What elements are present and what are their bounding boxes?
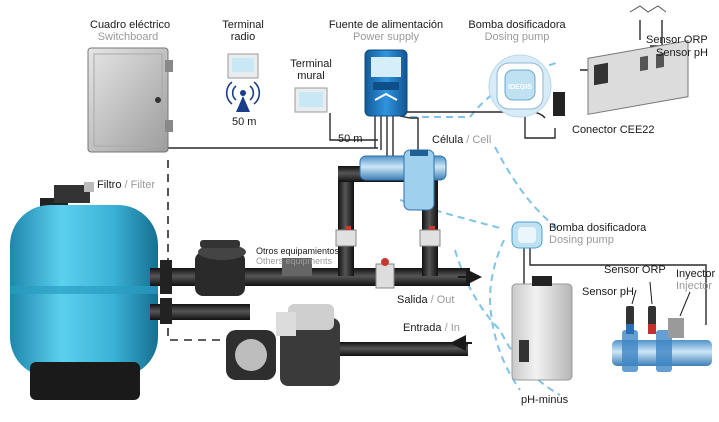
power-supply-label-en: Power supply bbox=[352, 31, 420, 43]
dosing-pump-label-top-en: Dosing pump bbox=[484, 31, 550, 43]
power-supply bbox=[364, 49, 408, 117]
sensor-orp-label-top: Sensor ORP bbox=[646, 34, 708, 46]
switchboard-label: Cuadro eléctrico Switchboard bbox=[90, 19, 171, 43]
injector-label-es: Inyector bbox=[676, 268, 716, 280]
radio-terminal-label-l2: radio bbox=[230, 31, 256, 43]
wall-terminal bbox=[294, 87, 328, 113]
power-supply-label: Fuente de alimentación Power supply bbox=[328, 19, 444, 43]
sensor-ph-label-bottom: Sensor pH bbox=[582, 286, 634, 298]
radio-range-label: 50 m bbox=[232, 116, 257, 128]
others-equipments-label: Otros equipamientos Others equipments bbox=[256, 246, 339, 266]
outlet-label-es: Salida bbox=[397, 294, 428, 306]
injector-label-en: Injector bbox=[676, 280, 713, 292]
inlet-label-es: Entrada bbox=[403, 322, 442, 334]
inlet-label-en: In bbox=[450, 322, 460, 334]
inlet-label-sep: / bbox=[441, 322, 451, 334]
wall-terminal-label: Terminal mural bbox=[288, 58, 334, 82]
wall-terminal-label-l1: Terminal bbox=[290, 58, 332, 70]
radio-terminal-label: Terminal radio bbox=[215, 19, 271, 43]
cell-label-en: Cell bbox=[472, 134, 492, 146]
ph-minus-label: pH-minus bbox=[521, 394, 569, 406]
pump-brand-text: IDEGIS bbox=[508, 84, 532, 91]
filter-tank bbox=[10, 182, 158, 400]
electrolysis-cell bbox=[359, 149, 447, 211]
radio-terminal-label-l1: Terminal bbox=[222, 19, 264, 31]
others-equipments-label-en: Others equipments bbox=[256, 256, 333, 266]
sensor-ph-label-top: Sensor pH bbox=[656, 47, 708, 59]
wall-cable-length-label: 50 m bbox=[338, 133, 363, 145]
pump-zoom-detail: IDEGIS bbox=[488, 5, 689, 118]
cell-label-sep: / bbox=[463, 134, 473, 146]
cell-label: Célula / Cell bbox=[432, 134, 491, 146]
outlet-label-sep: / bbox=[427, 294, 437, 306]
radio-terminal bbox=[225, 53, 261, 112]
dosing-zoom-detail bbox=[511, 221, 712, 381]
dosing-pump-label-bottom-es: Bomba dosificadora bbox=[549, 222, 647, 234]
others-equipments-label-es: Otros equipamientos bbox=[256, 246, 340, 256]
wall-terminal-label-l2: mural bbox=[297, 70, 325, 82]
outlet-label-en: Out bbox=[436, 294, 455, 306]
dosing-pump-label-top: Bomba dosificadora Dosing pump bbox=[462, 19, 572, 43]
switchboard-label-en: Switchboard bbox=[97, 31, 159, 43]
outlet-label: Salida / Out bbox=[397, 294, 454, 306]
power-supply-label-es: Fuente de alimentación bbox=[328, 19, 444, 31]
dosing-pump-label-bottom-en: Dosing pump bbox=[549, 234, 614, 246]
filter-label: Filtro / Filter bbox=[97, 179, 155, 191]
cee22-connector-label: Conector CEE22 bbox=[572, 124, 655, 136]
dosing-pump-label-top-es: Bomba dosificadora bbox=[468, 19, 566, 31]
circulation-pump bbox=[226, 304, 340, 386]
filter-label-es: Filtro bbox=[97, 179, 122, 191]
inlet-label: Entrada / In bbox=[403, 322, 460, 334]
sensor-orp-label-bottom: Sensor ORP bbox=[604, 264, 666, 276]
switchboard-label-es: Cuadro eléctrico bbox=[90, 19, 171, 31]
multiport-valve bbox=[195, 240, 312, 296]
dosing-pump-label-bottom: Bomba dosificadora Dosing pump bbox=[549, 222, 646, 246]
switchboard-cabinet bbox=[87, 47, 173, 153]
injector-label: Inyector Injector bbox=[676, 268, 715, 292]
cell-label-es: Célula bbox=[432, 134, 464, 146]
filter-label-en: Filter bbox=[130, 179, 156, 191]
filter-label-sep: / bbox=[121, 179, 131, 191]
